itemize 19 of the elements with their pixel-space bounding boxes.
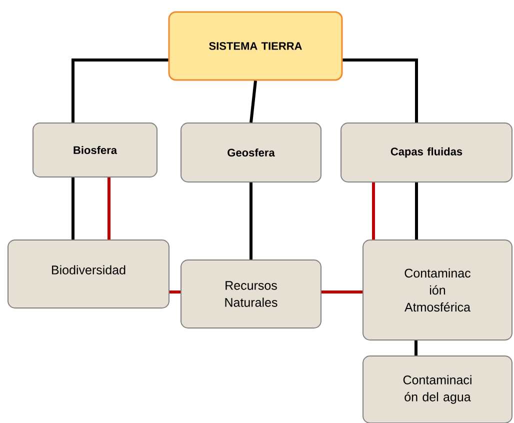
title-box: SISTEMA TIERRA [168, 11, 343, 81]
connector-line [414, 340, 418, 356]
connector-line [342, 58, 418, 122]
connector-line [250, 80, 257, 123]
connector-line [250, 182, 252, 260]
connector-line [170, 290, 180, 294]
connector-line [372, 182, 375, 240]
connector-line [72, 58, 168, 122]
topic-box: Recursos Naturales [180, 260, 322, 328]
connector-line [322, 290, 362, 294]
connector-line [108, 178, 110, 240]
connector-line [72, 178, 74, 240]
topic-box: Contaminaci ón del agua [362, 356, 512, 423]
topic-box: Contaminac ión Atmosférica [362, 240, 512, 340]
topic-box: Biosfera [32, 122, 158, 178]
topic-box: Biodiversidad [8, 240, 170, 308]
topic-box: Capas fluidas [340, 122, 512, 182]
topic-box: Geosfera [180, 122, 322, 182]
connector-line [415, 182, 418, 240]
